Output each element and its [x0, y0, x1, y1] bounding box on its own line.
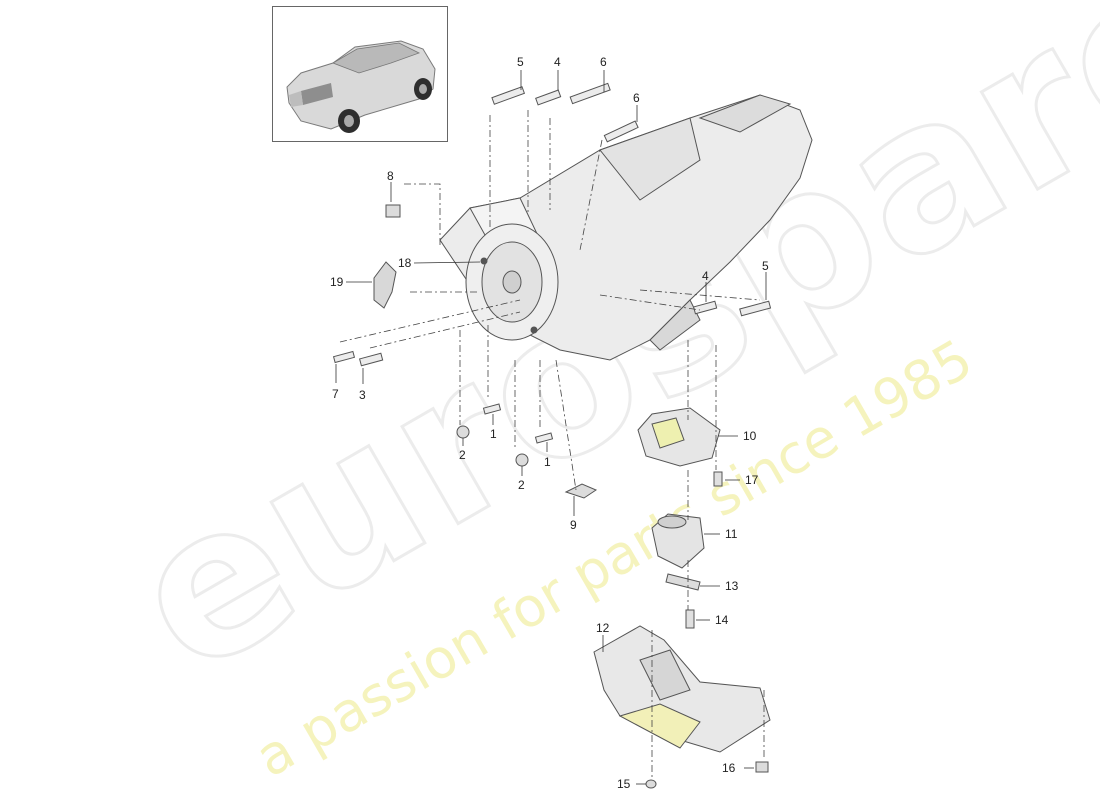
leader-lines — [335, 70, 767, 785]
callout-12: 12 — [596, 621, 610, 635]
callout-10: 10 — [743, 429, 757, 443]
callout-9: 9 — [570, 518, 577, 532]
car-icon — [286, 40, 436, 133]
callout-14: 14 — [715, 613, 729, 627]
callout-7: 7 — [332, 387, 339, 401]
callout-1-b: 1 — [544, 455, 551, 469]
callout-17: 17 — [745, 473, 759, 487]
callout-16: 16 — [722, 761, 736, 775]
vehicle-thumbnail — [272, 6, 448, 142]
callout-4-top: 4 — [554, 55, 561, 69]
callout-3: 3 — [359, 388, 366, 402]
callout-6-top: 6 — [600, 55, 607, 69]
dash-dot-lines — [339, 110, 765, 780]
gearbox-illustration — [332, 82, 813, 789]
callout-13: 13 — [725, 579, 739, 593]
callout-2-a: 2 — [459, 448, 466, 462]
callout-2-b: 2 — [518, 478, 525, 492]
callout-labels: 5 4 6 6 8 18 19 4 5 7 3 1 2 1 2 9 10 17 … — [330, 55, 769, 791]
callout-5-right: 5 — [762, 259, 769, 273]
callout-5-top: 5 — [517, 55, 524, 69]
callout-8: 8 — [387, 169, 394, 183]
callout-19: 19 — [330, 275, 344, 289]
callout-11: 11 — [725, 527, 738, 541]
callout-18: 18 — [398, 256, 412, 270]
callout-15: 15 — [617, 777, 631, 791]
callout-6-right: 6 — [633, 91, 640, 105]
callout-1-a: 1 — [490, 427, 497, 441]
callout-4-right: 4 — [702, 269, 709, 283]
